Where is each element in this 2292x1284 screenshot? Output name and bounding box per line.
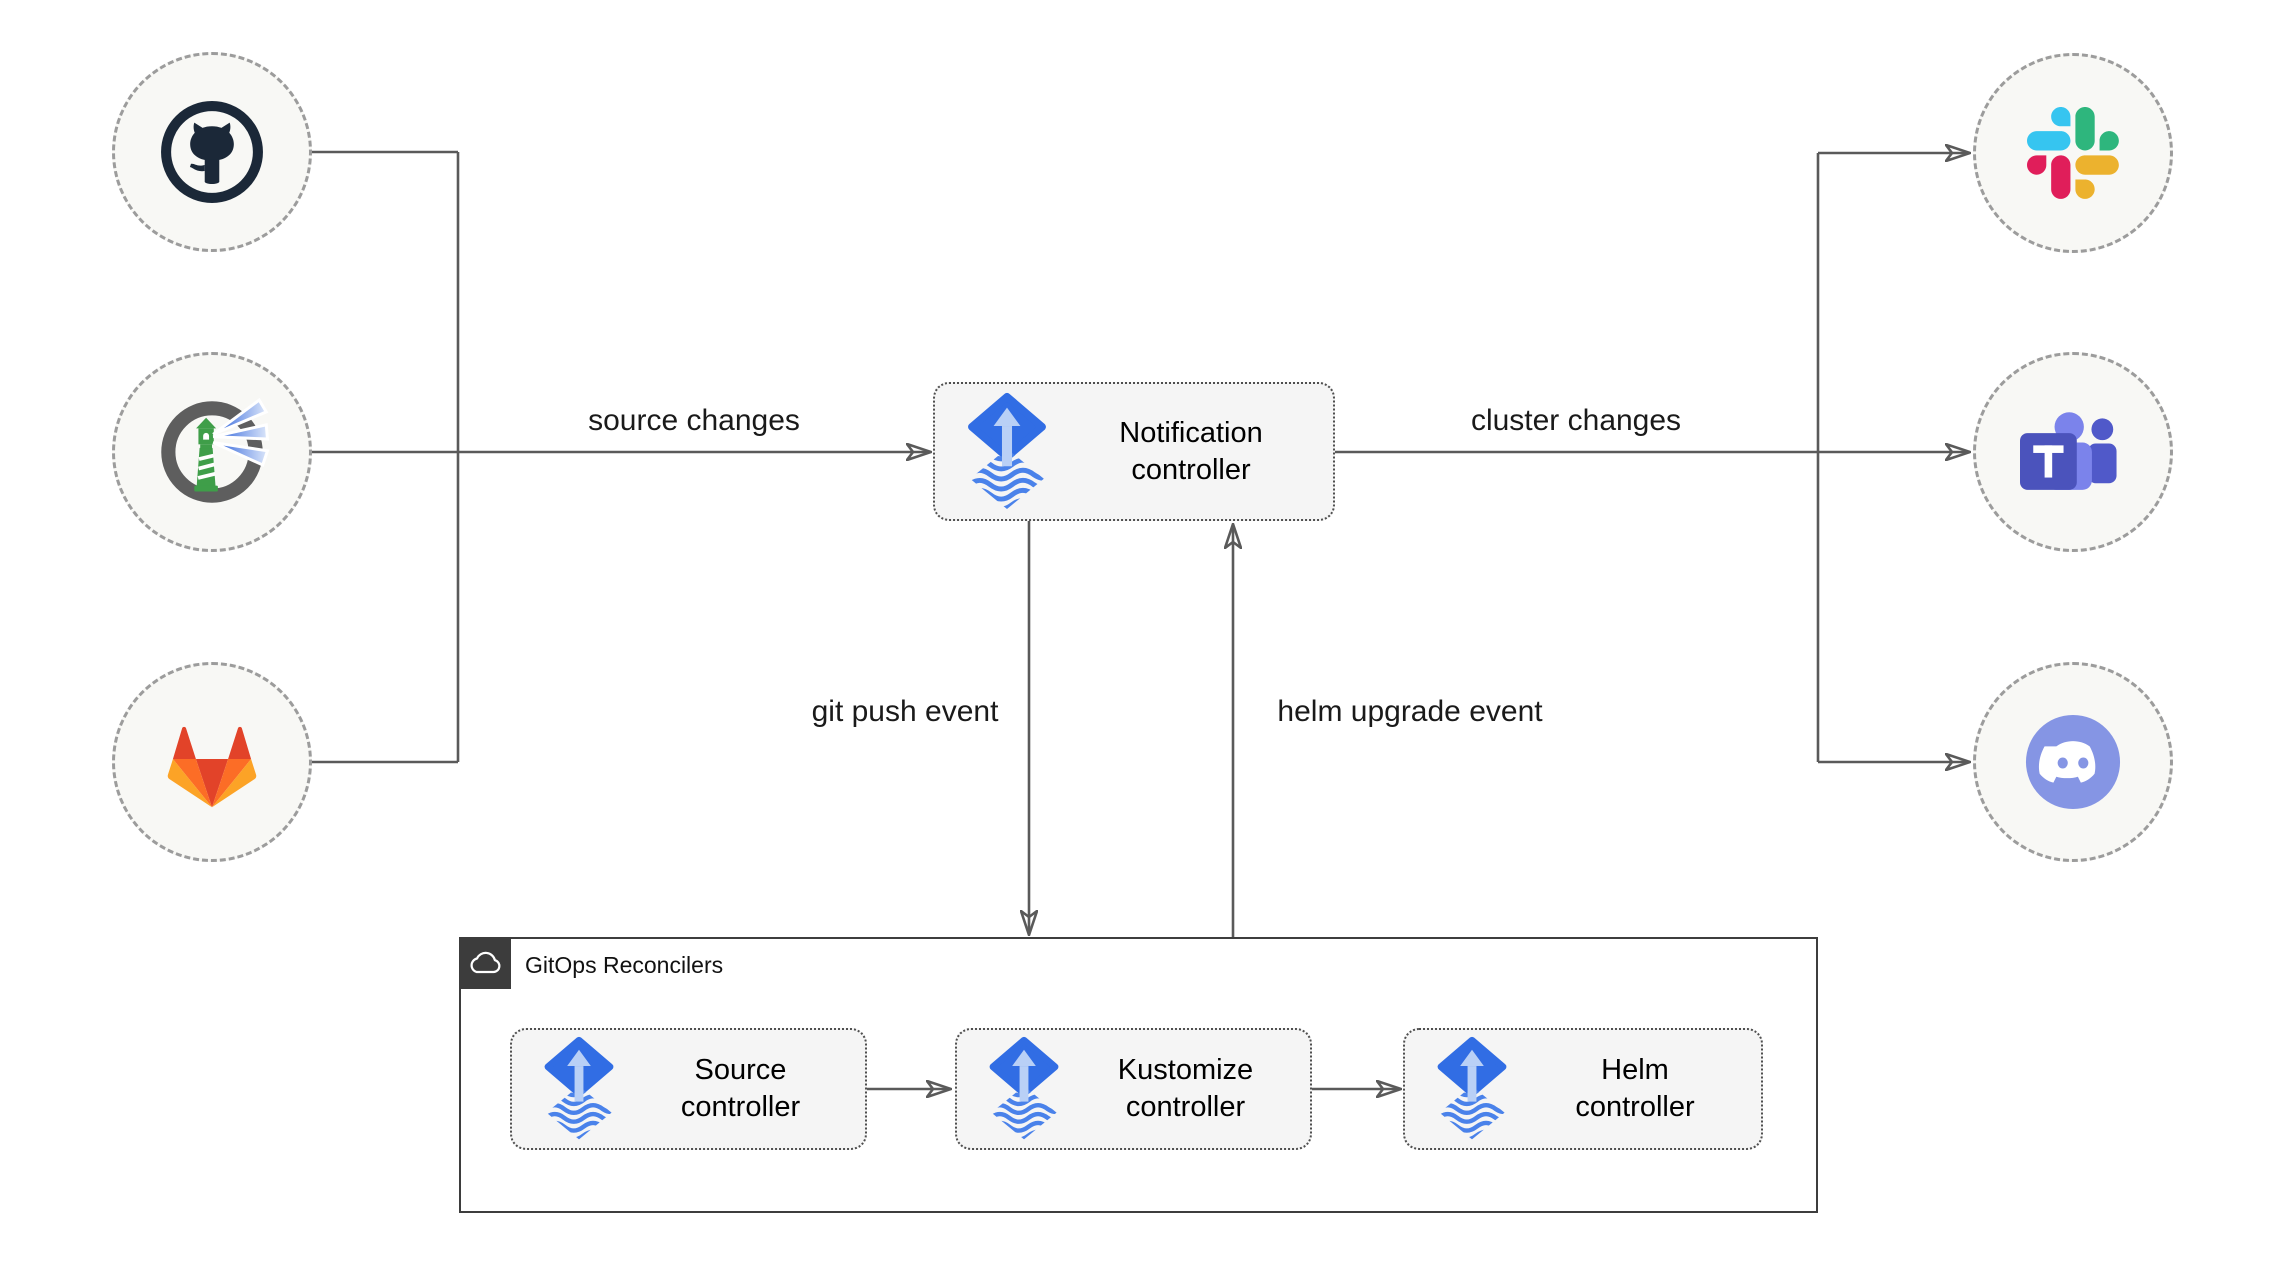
harbor-icon [161, 397, 270, 503]
cloud-icon [470, 951, 500, 974]
slack-node [1973, 53, 2173, 253]
kustomize-controller-node: Kustomize controller [955, 1028, 1312, 1150]
slack-icon [2027, 107, 2119, 199]
helm-controller-node: Helm controller [1403, 1028, 1763, 1150]
group-badge [458, 936, 511, 989]
node-label: Notification controller [1119, 416, 1263, 486]
node-label: Kustomize controller [1117, 1054, 1254, 1123]
flux-icon [1435, 1034, 1509, 1144]
node-label: Helm controller [1575, 1054, 1695, 1123]
github-icon [161, 101, 263, 203]
github-node [112, 52, 312, 252]
flux-icon [987, 1034, 1061, 1144]
edge-label-helm-upgrade-event: helm upgrade event [1277, 695, 1543, 728]
discord-icon [2025, 714, 2121, 810]
notification-controller-node: Notification controller [933, 382, 1335, 521]
teams-icon [2020, 412, 2117, 490]
harbor-node [112, 352, 312, 552]
node-label: Source controller [680, 1054, 801, 1123]
gitops-reconcilers-group: GitOps Reconcilers [458, 936, 1818, 1213]
flux-icon [965, 390, 1049, 514]
source-controller-node: Source controller [510, 1028, 867, 1150]
flux-icon [542, 1034, 616, 1144]
edge-label-source-changes: source changes [588, 404, 800, 437]
edge-label-git-push-event: git push event [811, 695, 999, 728]
group-title: GitOps Reconcilers [525, 952, 724, 978]
discord-node [1973, 662, 2173, 862]
edge-label-cluster-changes: cluster changes [1470, 404, 1682, 437]
gitlab-node [112, 662, 312, 862]
teams-node [1973, 352, 2173, 552]
gitlab-icon [167, 726, 257, 807]
